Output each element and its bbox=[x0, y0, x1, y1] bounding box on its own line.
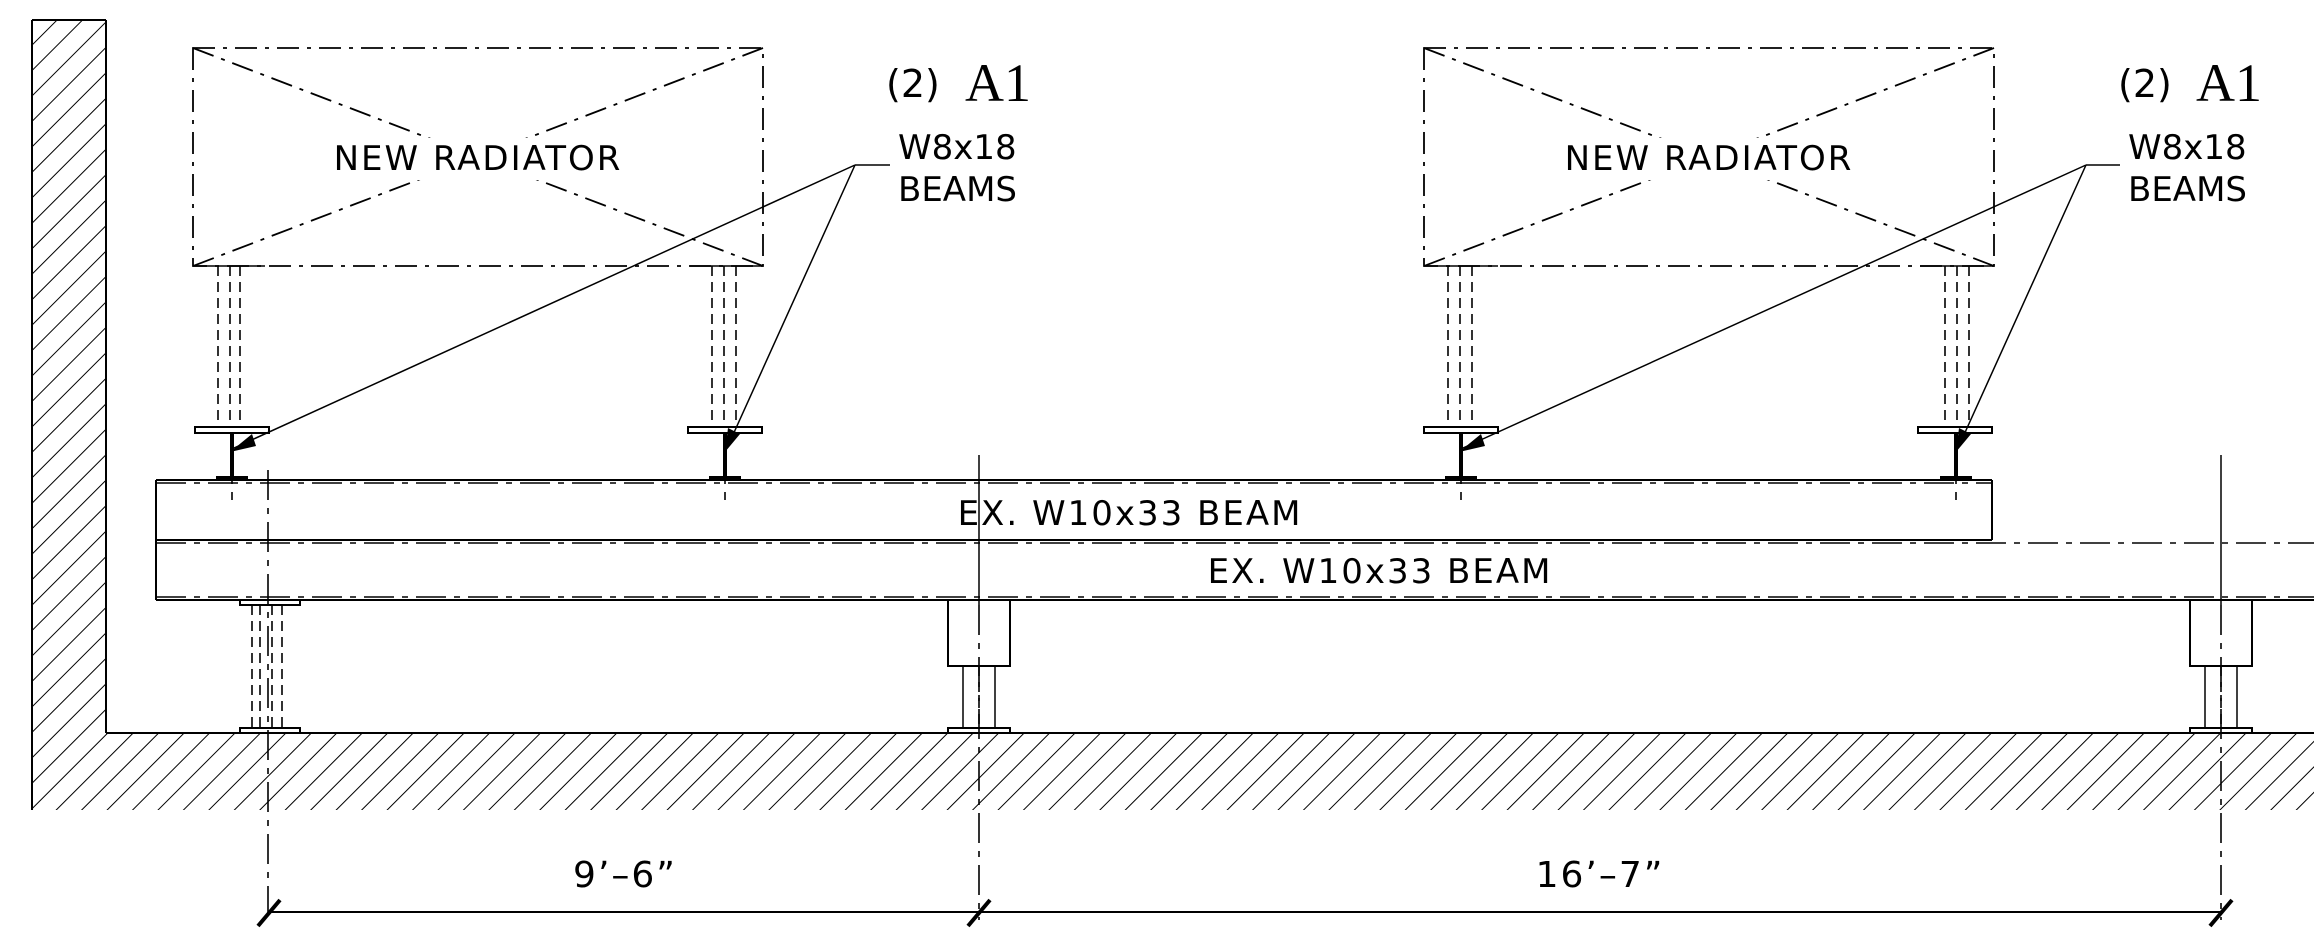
callout-1-line1: W8x18 bbox=[898, 128, 1017, 168]
callout-2: (2) A1 W8x18 BEAMS bbox=[1459, 53, 2262, 452]
dimension-left: 9’–6” bbox=[573, 855, 677, 896]
callout-2-mark: A1 bbox=[2196, 53, 2262, 113]
dimension-right: 16’–7” bbox=[1536, 855, 1665, 896]
existing-beam-upper: EX. W10x33 BEAM bbox=[155, 479, 1993, 600]
support-beam-1 bbox=[193, 265, 270, 480]
callout-2-count: (2) bbox=[2118, 62, 2172, 106]
callout-1-line2: BEAMS bbox=[898, 170, 1017, 210]
column-1 bbox=[239, 599, 301, 734]
radiator-2: NEW RADIATOR bbox=[1423, 47, 1995, 267]
dimension-line: 9’–6” 16’–7” bbox=[256, 855, 2234, 928]
radiator-supports bbox=[193, 265, 1994, 480]
left-wall bbox=[31, 19, 107, 810]
callout-2-line2: BEAMS bbox=[2128, 170, 2247, 210]
callout-1-mark: A1 bbox=[965, 53, 1031, 113]
callout-1: (2) A1 W8x18 BEAMS bbox=[230, 53, 1031, 452]
ground-slab bbox=[106, 732, 2314, 810]
upper-beam-label: EX. W10x33 BEAM bbox=[958, 494, 1303, 534]
callout-1-count: (2) bbox=[886, 62, 940, 106]
radiator-1: NEW RADIATOR bbox=[192, 47, 764, 267]
lower-beam-label: EX. W10x33 BEAM bbox=[1208, 552, 1553, 592]
callout-2-line1: W8x18 bbox=[2128, 128, 2247, 168]
columns bbox=[239, 599, 2253, 734]
radiator-2-label: NEW RADIATOR bbox=[1565, 139, 1854, 179]
center-lines bbox=[231, 440, 2222, 920]
radiator-1-label: NEW RADIATOR bbox=[334, 139, 623, 179]
existing-beam-lower: EX. W10x33 BEAM bbox=[156, 542, 2314, 601]
